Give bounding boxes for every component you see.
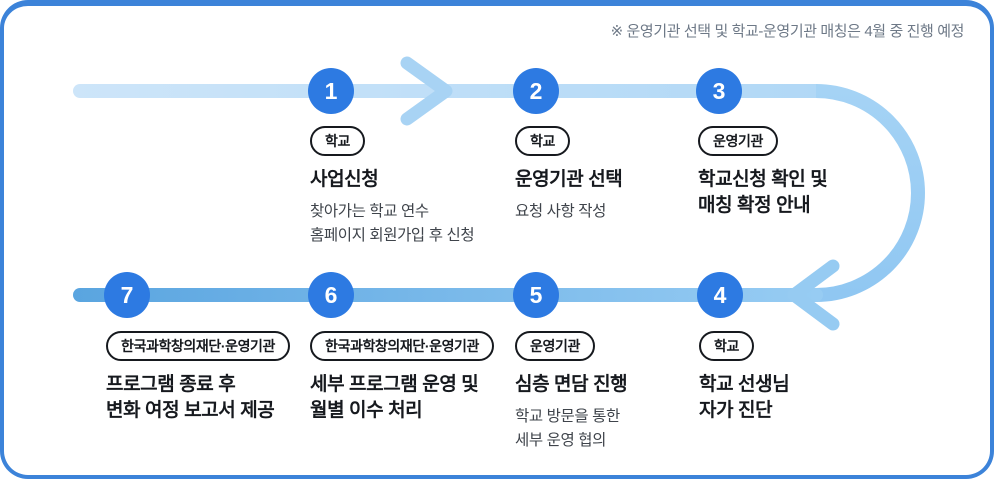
step-6-title-line: 월별 이수 처리 <box>310 400 423 422</box>
schedule-note: ※ 운영기관 선택 및 학교-운영기관 매칭은 4월 중 진행 예정 <box>610 23 965 40</box>
step-1-block: 학교 사업신청 찾아가는 학교 연수 홈페이지 회원가입 후 신청 <box>310 126 475 248</box>
step-3-block: 운영기관 학교신청 확인 및 매칭 확정 안내 <box>698 126 828 219</box>
step-4-actor-badge: 학교 <box>699 331 754 361</box>
step-1-number: 1 <box>308 68 354 114</box>
step-3-actor-badge: 운영기관 <box>698 126 778 156</box>
step-5-actor-badge: 운영기관 <box>515 331 595 361</box>
step-1-title: 사업신청 <box>310 169 379 190</box>
step-7-title-line: 변화 여정 보고서 제공 <box>106 400 275 422</box>
step-1-desc-line: 찾아가는 학교 연수 <box>310 203 429 221</box>
step-4-title: 학교 선생님 자가 진단 <box>699 372 790 424</box>
step-5-number: 5 <box>513 272 559 318</box>
step-4-title-line: 학교 선생님 <box>699 374 790 395</box>
step-2-title: 운영기관 선택 <box>515 169 623 190</box>
step-2-description: 요청 사항 작성 <box>515 200 622 224</box>
step-7-title-line: 프로그램 종료 후 <box>106 374 236 395</box>
step-6-actor-badge: 한국과학창의재단·운영기관 <box>310 331 495 361</box>
step-6-title: 세부 프로그램 운영 및 월별 이수 처리 <box>310 372 494 424</box>
step-5-desc-line: 세부 운영 협의 <box>515 432 606 450</box>
step-3-title-line: 매칭 확정 안내 <box>698 195 811 217</box>
step-5-desc-line: 학교 방문을 통한 <box>515 408 620 426</box>
step-6-number: 6 <box>308 272 354 318</box>
step-4-block: 학교 학교 선생님 자가 진단 <box>699 331 790 424</box>
step-6-block: 한국과학창의재단·운영기관 세부 프로그램 운영 및 월별 이수 처리 <box>310 331 495 424</box>
step-4-title-line: 자가 진단 <box>699 400 773 422</box>
step-2-block: 학교 운영기관 선택 요청 사항 작성 <box>515 126 623 224</box>
step-7-block: 한국과학창의재단·운영기관 프로그램 종료 후 변화 여정 보고서 제공 <box>106 331 291 424</box>
step-5-title: 심층 면담 진행 <box>515 374 628 395</box>
step-1-desc-line: 홈페이지 회원가입 후 신청 <box>310 227 475 245</box>
step-6-title-line: 세부 프로그램 운영 및 <box>310 374 479 395</box>
step-1-actor-badge: 학교 <box>310 126 365 156</box>
step-1-description: 찾아가는 학교 연수 홈페이지 회원가입 후 신청 <box>310 200 475 248</box>
step-5-description: 학교 방문을 통한 세부 운영 협의 <box>515 405 627 453</box>
step-3-title: 학교신청 확인 및 매칭 확정 안내 <box>698 167 828 219</box>
step-2-number: 2 <box>513 68 559 114</box>
step-3-title-line: 학교신청 확인 및 <box>698 169 828 190</box>
step-3-number: 3 <box>696 68 742 114</box>
step-7-actor-badge: 한국과학창의재단·운영기관 <box>106 331 291 361</box>
step-7-number: 7 <box>104 272 150 318</box>
step-5-block: 운영기관 심층 면담 진행 학교 방문을 통한 세부 운영 협의 <box>515 331 628 453</box>
step-2-desc-line: 요청 사항 작성 <box>515 203 606 221</box>
step-4-number: 4 <box>697 272 743 318</box>
step-7-title: 프로그램 종료 후 변화 여정 보고서 제공 <box>106 372 290 424</box>
step-2-actor-badge: 학교 <box>515 126 570 156</box>
